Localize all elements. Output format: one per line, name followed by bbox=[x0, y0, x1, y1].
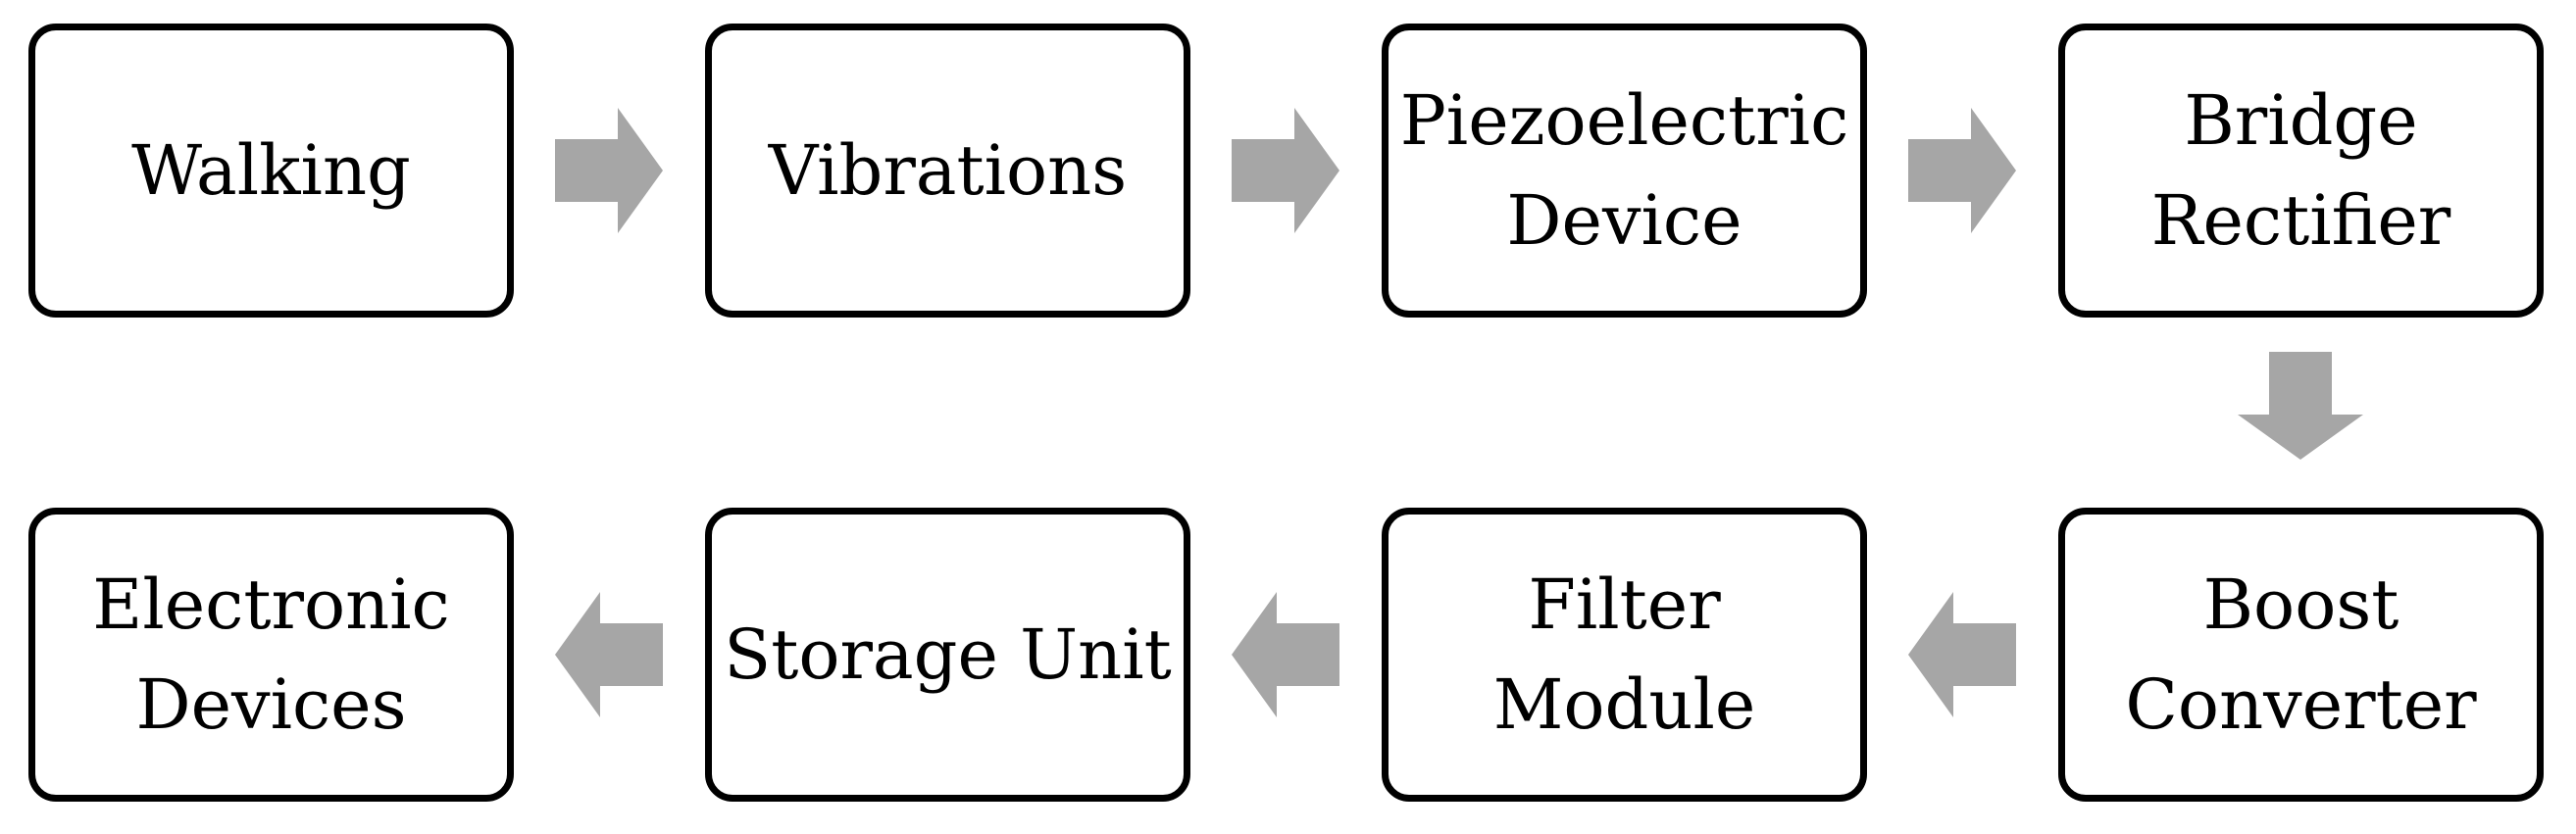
node-boost-converter: Boost Converter bbox=[2058, 508, 2544, 802]
node-vibrations: Vibrations bbox=[705, 24, 1190, 318]
arrow-left-icon bbox=[555, 592, 663, 717]
node-label-walking: Walking bbox=[131, 130, 411, 211]
arrow-right-icon bbox=[1232, 108, 1339, 233]
node-label-vibrations: Vibrations bbox=[768, 130, 1128, 211]
arrow-down-icon bbox=[2238, 352, 2363, 460]
node-label-storage-unit: Storage Unit bbox=[724, 614, 1172, 695]
node-label-bridge-rectifier: Bridge Rectifier bbox=[2150, 80, 2451, 261]
arrow-right-icon bbox=[555, 108, 663, 233]
node-label-piezoelectric-device: Piezoelectric Device bbox=[1399, 80, 1849, 261]
arrow-left-icon bbox=[1908, 592, 2016, 717]
node-electronic-devices: Electronic Devices bbox=[28, 508, 514, 802]
arrow-left-icon bbox=[1232, 592, 1339, 717]
node-label-boost-converter: Boost Converter bbox=[2125, 564, 2477, 745]
node-label-electronic-devices: Electronic Devices bbox=[92, 564, 450, 745]
node-storage-unit: Storage Unit bbox=[705, 508, 1190, 802]
node-label-filter-module: Filter Module bbox=[1492, 564, 1756, 745]
arrow-right-icon bbox=[1908, 108, 2016, 233]
node-piezoelectric-device: Piezoelectric Device bbox=[1382, 24, 1867, 318]
node-filter-module: Filter Module bbox=[1382, 508, 1867, 802]
node-bridge-rectifier: Bridge Rectifier bbox=[2058, 24, 2544, 318]
node-walking: Walking bbox=[28, 24, 514, 318]
